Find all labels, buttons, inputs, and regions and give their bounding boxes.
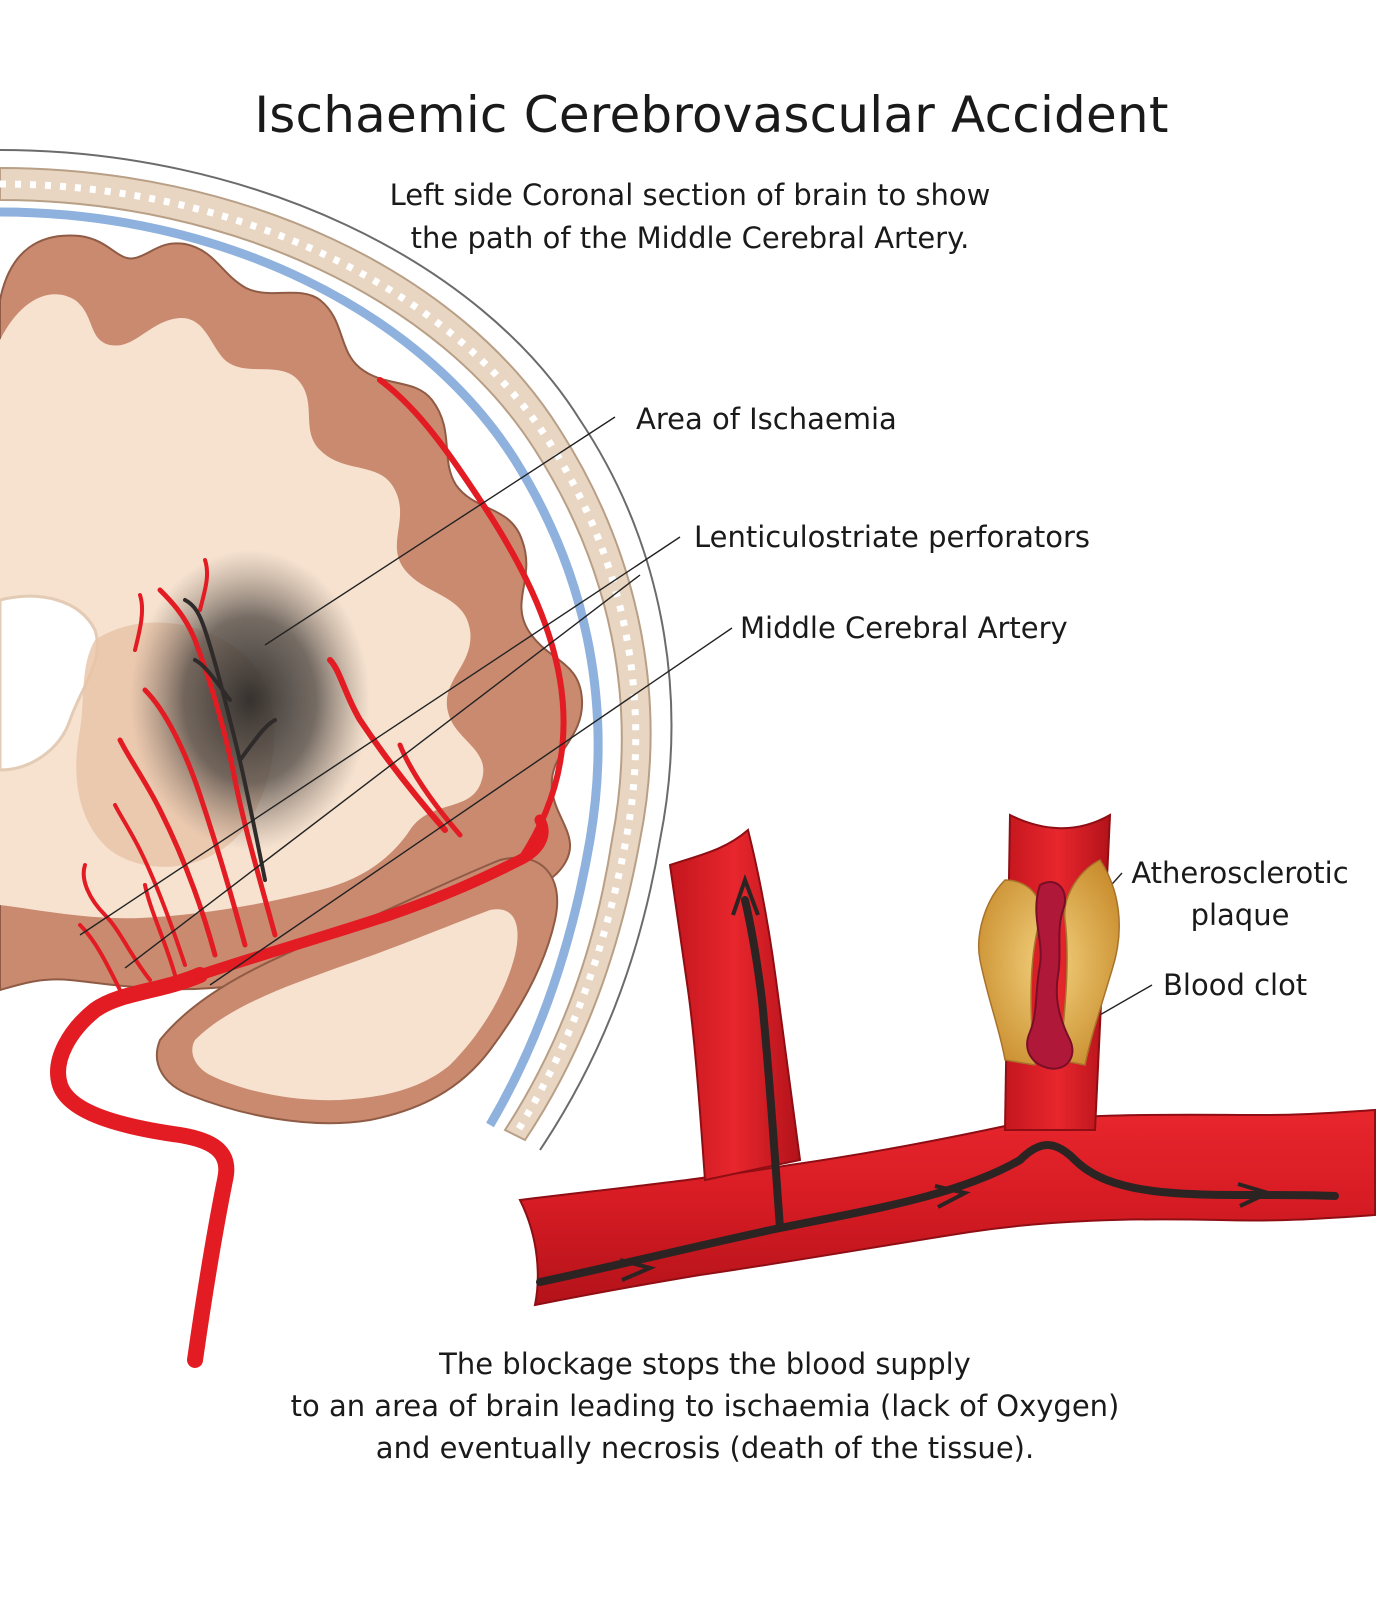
diagram-title: Ischaemic Cerebrovascular Accident bbox=[254, 86, 1169, 144]
artery-diagram bbox=[518, 813, 1376, 1307]
mca-trunk bbox=[194, 814, 549, 981]
flow-arrow-1 bbox=[619, 1258, 657, 1282]
flow-arrow-up bbox=[731, 874, 760, 916]
subtitle-line-1: Left side Coronal section of brain to sh… bbox=[389, 178, 991, 212]
subtitle: Left side Coronal section of brain to sh… bbox=[340, 174, 1040, 260]
occluded-vessels bbox=[183, 598, 277, 882]
flow-path bbox=[536, 896, 1339, 1286]
caption: The blockage stops the blood supply to a… bbox=[250, 1343, 1160, 1469]
lenticulostriate-4 bbox=[113, 803, 187, 967]
main-vessel bbox=[518, 1108, 1376, 1307]
cerebral-arteries bbox=[50, 377, 567, 1368]
flow-arrow-3 bbox=[1237, 1182, 1274, 1208]
label-lenticulostriate: Lenticulostriate perforators bbox=[694, 520, 1091, 554]
label-ischaemia: Area of Ischaemia bbox=[636, 402, 897, 436]
pointer-mca bbox=[209, 627, 733, 986]
skull-diploe-dots bbox=[0, 180, 640, 1137]
cortical-branch-upper bbox=[377, 377, 567, 863]
subtitle-line-2: the path of the Middle Cerebral Artery. bbox=[410, 221, 970, 255]
perforator-branches bbox=[78, 558, 210, 992]
meninges bbox=[0, 207, 603, 1128]
label-plaque-line-1: Atherosclerotic bbox=[1131, 856, 1349, 890]
pointer-lenticulostriate-b bbox=[124, 574, 641, 969]
insular-branch bbox=[327, 657, 448, 833]
skull-bone bbox=[0, 166, 652, 1142]
flow-arrow-2 bbox=[934, 1184, 971, 1209]
pointer-lines bbox=[79, 416, 1153, 1036]
scalp-line bbox=[0, 149, 673, 1151]
temporal-white-matter bbox=[192, 909, 518, 1101]
left-branch-vessel bbox=[668, 828, 802, 1182]
caption-line-1: The blockage stops the blood supply bbox=[439, 1347, 971, 1381]
lenticulostriate-1 bbox=[157, 587, 278, 938]
label-clot: Blood clot bbox=[1163, 968, 1308, 1002]
pointer-lenticulostriate bbox=[79, 536, 681, 936]
skull-layers bbox=[0, 149, 673, 1151]
label-plaque: Atherosclerotic plaque bbox=[1125, 852, 1355, 936]
lenticulostriate-3 bbox=[117, 737, 218, 958]
caption-line-3: and eventually necrosis (death of the ti… bbox=[375, 1431, 1035, 1465]
internal-carotid bbox=[50, 967, 235, 1368]
caption-line-2: to an area of brain leading to ischaemia… bbox=[290, 1389, 1120, 1423]
lenticulostriate-2 bbox=[142, 687, 248, 948]
blood-clot bbox=[1026, 881, 1074, 1070]
label-mca: Middle Cerebral Artery bbox=[740, 611, 1068, 645]
pointer-ischaemia bbox=[264, 416, 616, 646]
brain-section bbox=[0, 234, 584, 1125]
label-plaque-line-2: plaque bbox=[1190, 898, 1290, 932]
insular-branch-2 bbox=[397, 742, 463, 838]
